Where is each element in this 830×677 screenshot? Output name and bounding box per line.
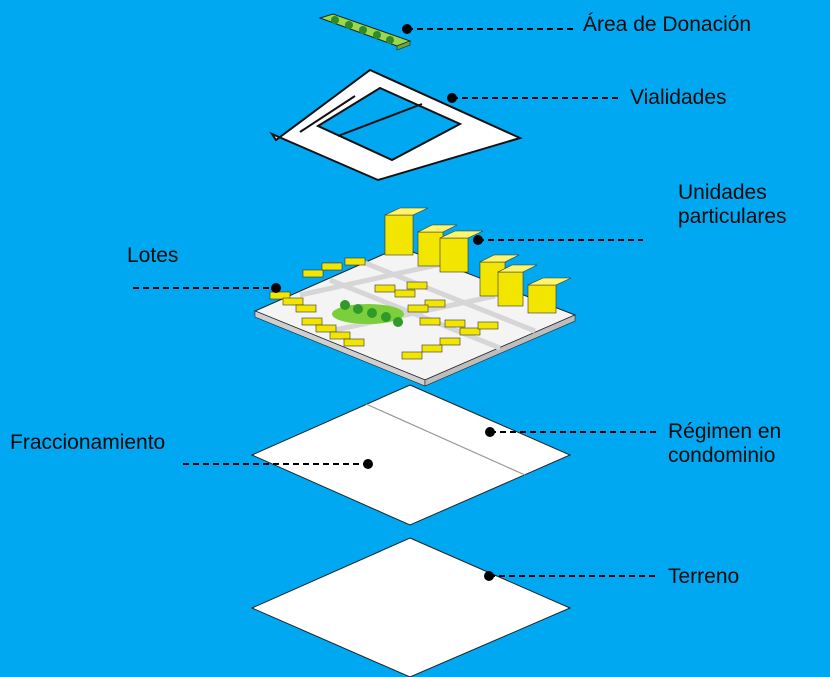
- leader-dot-vialidades: [447, 93, 457, 103]
- area-donacion-strip: [318, 13, 412, 51]
- leader-dot-unidades: [473, 235, 483, 245]
- label-lotes: Lotes: [127, 244, 179, 267]
- label-regimen-condominio: Régimen en condominio: [668, 420, 782, 467]
- leader-dot-terreno: [484, 571, 494, 581]
- lotes-block: [253, 207, 577, 387]
- regimen-divider-line: [365, 403, 526, 476]
- label-vialidades: Vialidades: [630, 86, 727, 109]
- terreno-plane: [250, 537, 572, 677]
- leader-dot-area-donacion: [402, 24, 412, 34]
- leader-dot-fraccionamiento: [363, 459, 373, 469]
- label-fraccionamiento: Fraccionamiento: [10, 431, 166, 454]
- leader-dot-lotes: [271, 283, 281, 293]
- leader-dot-regimen: [485, 427, 495, 437]
- label-terreno: Terreno: [668, 565, 740, 588]
- vialidades-roads: [269, 68, 523, 182]
- label-area-donacion: Área de Donación: [583, 13, 752, 36]
- fraccionamiento-plane: [250, 384, 572, 526]
- label-unidades-particulares: Unidades particulares: [678, 181, 787, 228]
